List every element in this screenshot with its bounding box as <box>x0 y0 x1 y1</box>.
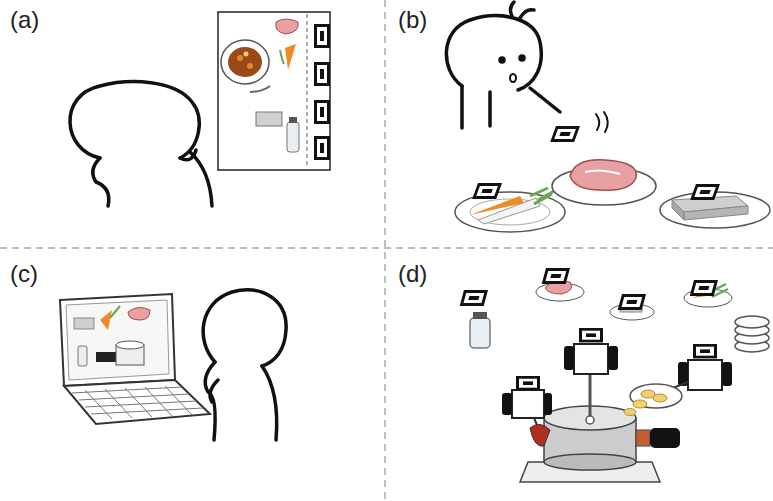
panel-label: (c) <box>10 262 38 286</box>
panel-label: (d) <box>398 262 427 286</box>
panel-label: (b) <box>398 8 427 32</box>
ingredients-d <box>460 268 769 352</box>
laptop <box>60 294 210 424</box>
robots <box>502 328 732 446</box>
panel-label: (a) <box>10 8 39 32</box>
person-c <box>203 290 286 440</box>
menu-card <box>218 12 330 170</box>
plates-b <box>455 126 770 232</box>
person-a <box>70 82 238 206</box>
person-b <box>446 2 607 132</box>
